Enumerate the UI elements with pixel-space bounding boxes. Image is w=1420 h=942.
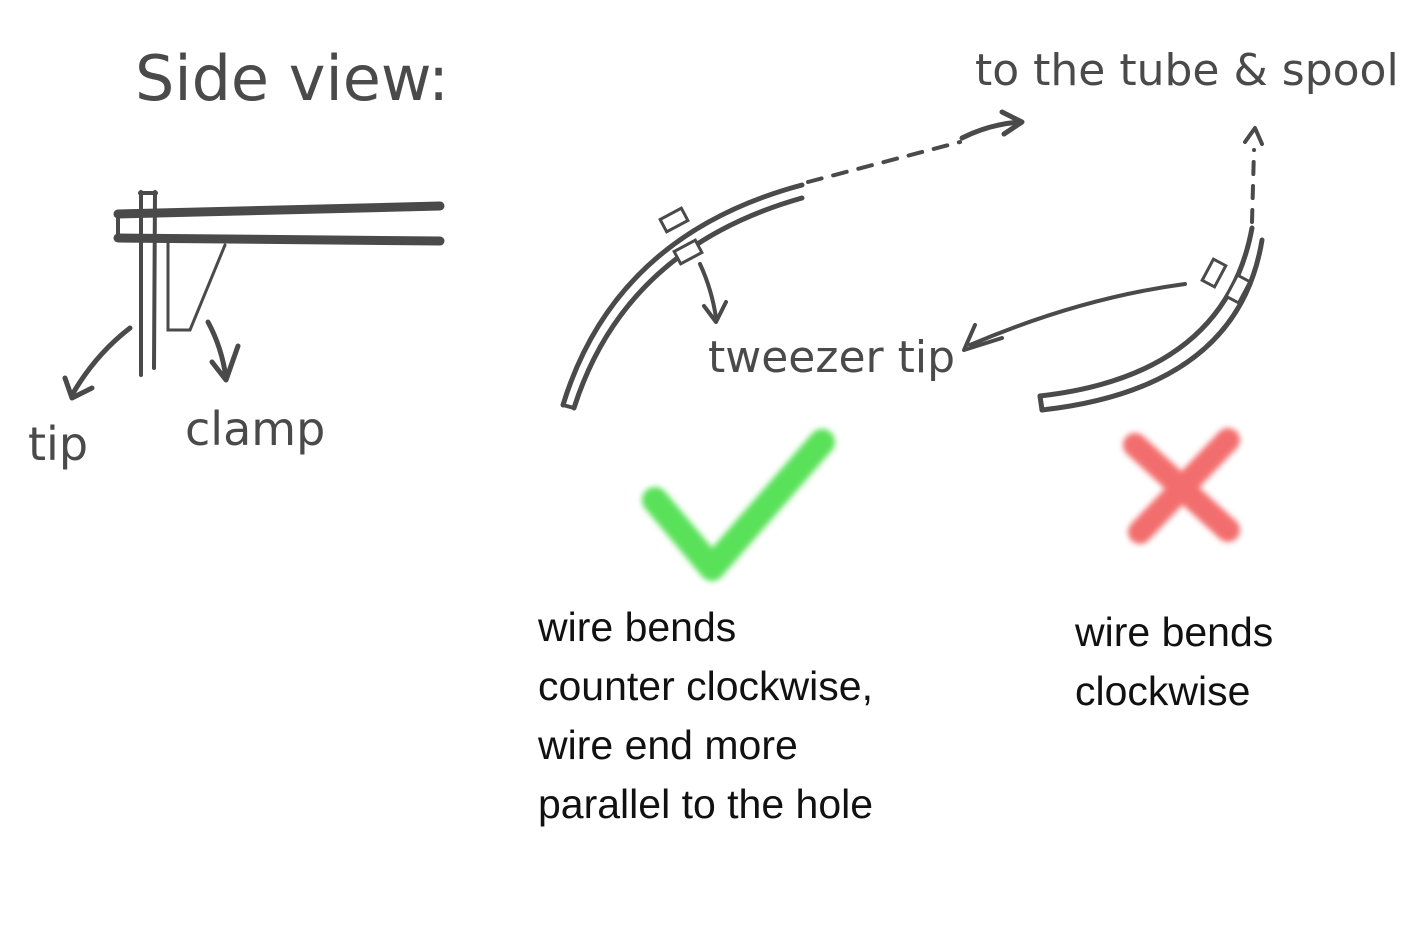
caption-good-line-3: wire end more	[538, 722, 798, 768]
wire-good-end	[561, 403, 576, 410]
label-tweezer-tip: tweezer tip	[708, 332, 955, 383]
tweezer-tip-arrowhead	[702, 300, 728, 324]
wire-bad-outer	[1037, 225, 1255, 399]
wire-good-outer	[560, 182, 805, 408]
tweezer-arm-lower	[113, 233, 445, 246]
tweezer-arm-upper	[113, 201, 445, 219]
clamp-arrow	[205, 319, 229, 381]
tweezer-tip-lower-bad	[1224, 273, 1252, 305]
to-spool-bad-arrowhead	[1243, 126, 1264, 146]
caption-good-line-1: wire bends	[538, 604, 737, 650]
caption-good-line-4: parallel to the hole	[538, 781, 874, 827]
bad-tweezer-tip-arrowhead	[962, 323, 1004, 352]
wire-tip-right-edge	[152, 190, 157, 370]
to-spool-arrowhead	[999, 109, 1025, 137]
tweezer-tip-arrow	[698, 262, 718, 320]
tip-arrow	[69, 325, 133, 398]
clamp-arrowhead	[209, 343, 241, 383]
cross-mark-icon	[1123, 428, 1240, 544]
caption-good-line-2: counter clockwise,	[538, 663, 873, 709]
side-view-arrows	[62, 319, 241, 401]
tweezer-tip-lower-good	[672, 238, 704, 266]
tweezer-tip-upper-bad	[1200, 257, 1228, 289]
wire-good	[560, 109, 1025, 411]
wire-good-dashed-extension	[806, 140, 962, 184]
bad-tweezer-tip-arrow	[968, 282, 1187, 347]
caption-bad-line-2: clockwise	[1075, 668, 1251, 714]
tweezer-tip-upper-good	[658, 206, 690, 234]
title-side-view: Side view:	[135, 42, 449, 115]
tweezer-side-view	[113, 190, 445, 377]
label-tip: tip	[28, 417, 88, 471]
clamp-outline	[166, 238, 227, 332]
to-spool-arrow	[959, 119, 1023, 141]
check-mark-icon	[642, 429, 835, 581]
caption-bad: wire bends clockwise	[1075, 603, 1273, 721]
wire-bad-end	[1037, 393, 1045, 413]
wire-bad-inner	[1039, 237, 1265, 413]
label-clamp: clamp	[185, 402, 325, 456]
tip-arrowhead	[62, 375, 95, 401]
caption-bad-line-1: wire bends	[1075, 609, 1274, 655]
wire-good-inner	[571, 195, 805, 411]
wire-bad	[962, 126, 1265, 413]
label-to-tube-spool: to the tube & spool	[975, 45, 1399, 96]
caption-good: wire bends counter clockwise, wire end m…	[538, 598, 873, 834]
wire-bad-dashed-extension	[1250, 148, 1256, 224]
